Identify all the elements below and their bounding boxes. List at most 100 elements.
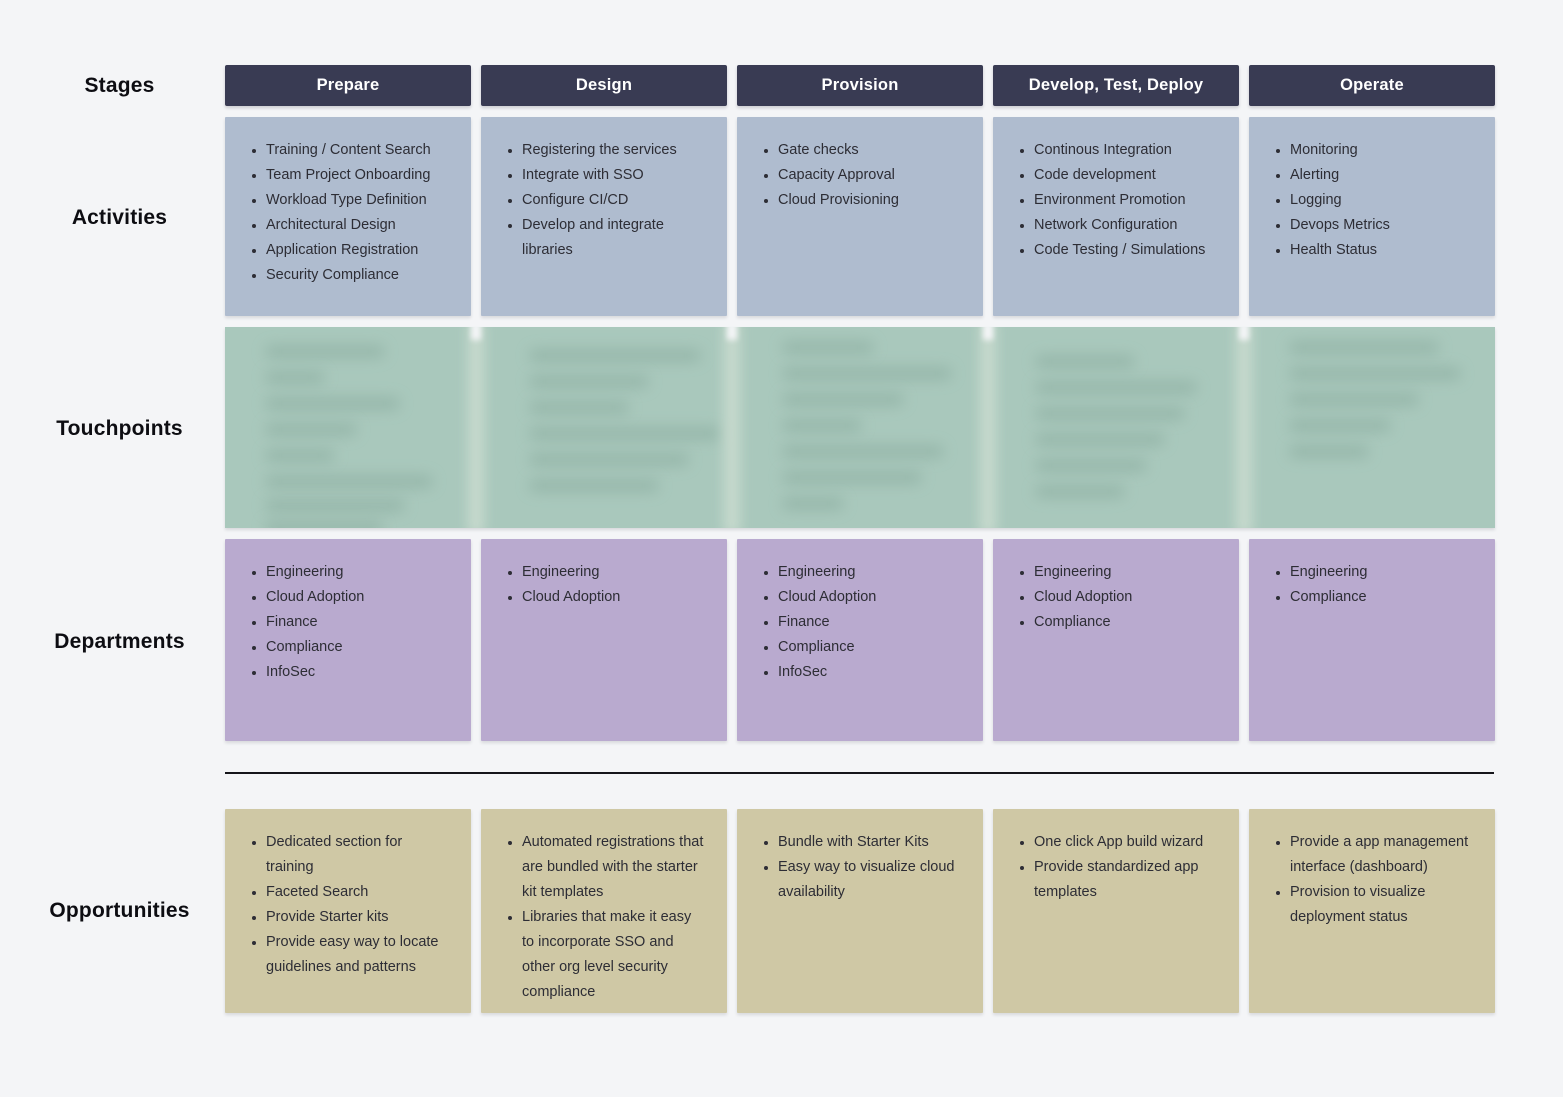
blurred-touchpoint-text bbox=[265, 371, 325, 384]
blurred-touchpoint-text bbox=[1035, 433, 1165, 446]
department-item: Compliance bbox=[1290, 585, 1475, 610]
opportunitie-item: Bundle with Starter Kits bbox=[778, 830, 963, 855]
blurred-touchpoint-text bbox=[782, 341, 874, 354]
opportunitie-list: Dedicated section for trainingFaceted Se… bbox=[245, 830, 451, 980]
activitie-item: Security Compliance bbox=[266, 263, 451, 288]
opportunitie-item: Provision to visualize deployment status bbox=[1290, 880, 1475, 930]
activitie-item: Develop and integrate libraries bbox=[522, 213, 707, 263]
opportunitie-card-develop-test-deploy: One click App build wizardProvide standa… bbox=[993, 809, 1239, 1013]
stage-header-design: Design bbox=[481, 65, 727, 106]
activitie-item: Cloud Provisioning bbox=[778, 188, 963, 213]
department-item: Cloud Adoption bbox=[778, 585, 963, 610]
department-list: EngineeringCloud AdoptionFinanceComplian… bbox=[245, 560, 451, 685]
department-item: Engineering bbox=[1034, 560, 1219, 585]
department-list: EngineeringCloud AdoptionFinanceComplian… bbox=[757, 560, 963, 685]
activitie-card-develop-test-deploy: Continous IntegrationCode developmentEnv… bbox=[993, 117, 1239, 316]
column-gap-highlight bbox=[468, 327, 484, 528]
touchpoints-band-blurred bbox=[225, 327, 1495, 528]
activitie-list: Gate checksCapacity ApprovalCloud Provis… bbox=[757, 138, 963, 213]
activitie-item: Capacity Approval bbox=[778, 163, 963, 188]
activitie-item: Code development bbox=[1034, 163, 1219, 188]
activitie-item: Gate checks bbox=[778, 138, 963, 163]
department-item: Compliance bbox=[1034, 610, 1219, 635]
departments-row: EngineeringCloud AdoptionFinanceComplian… bbox=[225, 539, 1495, 741]
blurred-touchpoint-text bbox=[529, 401, 629, 414]
blurred-touchpoint-text bbox=[265, 345, 385, 358]
activitie-item: Network Configuration bbox=[1034, 213, 1219, 238]
activitie-item: Registering the services bbox=[522, 138, 707, 163]
blurred-touchpoint-text bbox=[782, 497, 844, 510]
department-item: InfoSec bbox=[266, 660, 451, 685]
activitie-card-operate: MonitoringAlertingLoggingDevops MetricsH… bbox=[1249, 117, 1495, 316]
blurred-touchpoint-text bbox=[265, 521, 383, 528]
blurred-touchpoint-text bbox=[1289, 341, 1439, 354]
stage-header-develop-test-deploy: Develop, Test, Deploy bbox=[993, 65, 1239, 106]
column-gap-highlight bbox=[724, 327, 740, 528]
blurred-touchpoint-text bbox=[782, 445, 944, 458]
activitie-list: Continous IntegrationCode developmentEnv… bbox=[1013, 138, 1219, 263]
blurred-touchpoint-text bbox=[1035, 485, 1125, 498]
opportunitie-item: Provide Starter kits bbox=[266, 905, 451, 930]
opportunitie-item: Provide easy way to locate guidelines an… bbox=[266, 930, 451, 980]
section-separator bbox=[225, 772, 1494, 774]
opportunitie-card-operate: Provide a app management interface (dash… bbox=[1249, 809, 1495, 1013]
activitie-item: Configure CI/CD bbox=[522, 188, 707, 213]
department-item: Engineering bbox=[522, 560, 707, 585]
department-item: Engineering bbox=[778, 560, 963, 585]
blurred-touchpoint-text bbox=[265, 397, 400, 410]
activitie-item: Environment Promotion bbox=[1034, 188, 1219, 213]
activitie-item: Code Testing / Simulations bbox=[1034, 238, 1219, 263]
department-item: Engineering bbox=[266, 560, 451, 585]
department-item: Cloud Adoption bbox=[266, 585, 451, 610]
opportunitie-card-design: Automated registrations that are bundled… bbox=[481, 809, 727, 1013]
opportunitie-list: Automated registrations that are bundled… bbox=[501, 830, 707, 1005]
activitie-item: Workload Type Definition bbox=[266, 188, 451, 213]
opportunitie-item: Faceted Search bbox=[266, 880, 451, 905]
activitie-item: Team Project Onboarding bbox=[266, 163, 451, 188]
blurred-touchpoint-text bbox=[1289, 445, 1369, 458]
blurred-touchpoint-text bbox=[529, 349, 701, 362]
activitie-list: MonitoringAlertingLoggingDevops MetricsH… bbox=[1269, 138, 1475, 263]
activitie-item: Alerting bbox=[1290, 163, 1475, 188]
department-item: Compliance bbox=[266, 635, 451, 660]
activitie-item: Architectural Design bbox=[266, 213, 451, 238]
activitie-item: Continous Integration bbox=[1034, 138, 1219, 163]
blurred-touchpoint-text bbox=[265, 423, 357, 436]
department-card-design: EngineeringCloud Adoption bbox=[481, 539, 727, 741]
blurred-touchpoint-text bbox=[1035, 407, 1185, 420]
column-gap-notch bbox=[471, 327, 481, 340]
department-card-prepare: EngineeringCloud AdoptionFinanceComplian… bbox=[225, 539, 471, 741]
opportunitie-list: Provide a app management interface (dash… bbox=[1269, 830, 1475, 930]
activitie-item: Health Status bbox=[1290, 238, 1475, 263]
row-label-opportunities: Opportunities bbox=[49, 899, 190, 922]
department-item: Finance bbox=[778, 610, 963, 635]
activitie-list: Training / Content SearchTeam Project On… bbox=[245, 138, 451, 288]
blurred-touchpoint-text bbox=[265, 475, 433, 488]
department-list: EngineeringCloud AdoptionCompliance bbox=[1013, 560, 1219, 635]
activitie-item: Training / Content Search bbox=[266, 138, 451, 163]
column-gap-highlight bbox=[980, 327, 996, 528]
department-card-develop-test-deploy: EngineeringCloud AdoptionCompliance bbox=[993, 539, 1239, 741]
blurred-touchpoint-text bbox=[782, 471, 922, 484]
blurred-touchpoint-text bbox=[1035, 355, 1135, 368]
opportunitie-card-prepare: Dedicated section for trainingFaceted Se… bbox=[225, 809, 471, 1013]
activitie-item: Logging bbox=[1290, 188, 1475, 213]
blurred-touchpoint-text bbox=[782, 419, 862, 432]
activitie-card-provision: Gate checksCapacity ApprovalCloud Provis… bbox=[737, 117, 983, 316]
opportunitie-list: One click App build wizardProvide standa… bbox=[1013, 830, 1219, 905]
opportunitie-item: Provide a app management interface (dash… bbox=[1290, 830, 1475, 880]
blurred-touchpoint-text bbox=[529, 453, 689, 466]
row-label-stages: Stages bbox=[84, 74, 155, 97]
opportunitie-item: Provide standardized app templates bbox=[1034, 855, 1219, 905]
blurred-touchpoint-text bbox=[782, 393, 904, 406]
opportunitie-list: Bundle with Starter KitsEasy way to visu… bbox=[757, 830, 963, 905]
department-item: InfoSec bbox=[778, 660, 963, 685]
stage-header-provision: Provision bbox=[737, 65, 983, 106]
blurred-touchpoint-text bbox=[529, 479, 659, 492]
stage-header-prepare: Prepare bbox=[225, 65, 471, 106]
opportunitie-item: Easy way to visualize cloud availability bbox=[778, 855, 963, 905]
opportunitie-item: Libraries that make it easy to incorpora… bbox=[522, 905, 707, 1005]
column-gap-notch bbox=[727, 327, 737, 340]
opportunitie-item: Dedicated section for training bbox=[266, 830, 451, 880]
